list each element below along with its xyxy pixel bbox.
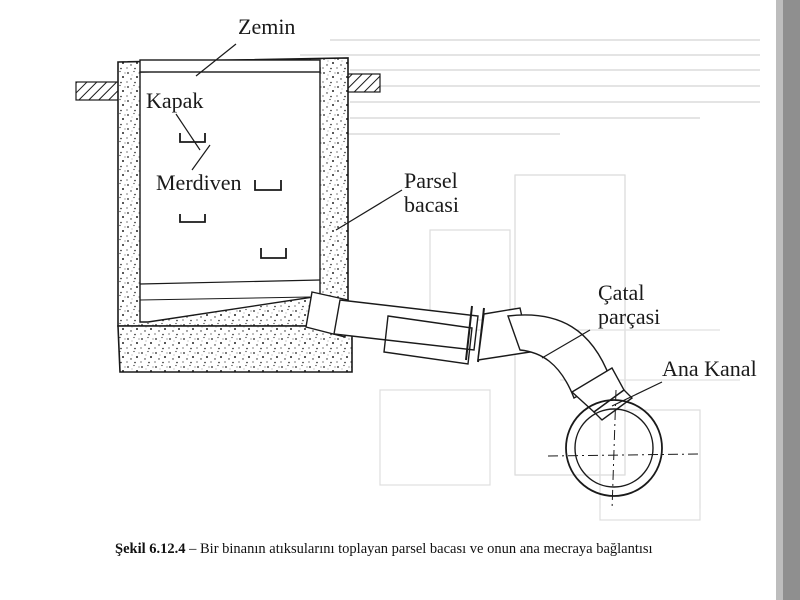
label-fork-2: parçasi xyxy=(598,304,660,329)
cover-lid xyxy=(139,59,321,73)
figure-caption: Şekil 6.12.4 – Bir binanın atıksularını … xyxy=(115,541,653,557)
main-channel-pipe xyxy=(547,389,701,511)
base-slab xyxy=(117,325,353,373)
label-fork-1: Çatal xyxy=(598,280,644,305)
label-cover: Kapak xyxy=(146,88,203,113)
label-main-channel: Ana Kanal xyxy=(662,356,757,381)
ground-hatch-left xyxy=(75,81,120,101)
connection-pipe xyxy=(305,291,634,421)
label-parcel-shaft-1: Parsel xyxy=(404,168,458,193)
label-ground: Zemin xyxy=(238,14,295,39)
backprint-text xyxy=(300,39,760,521)
caption-number: Şekil 6.12.4 xyxy=(115,541,186,557)
label-ladder: Merdiven xyxy=(156,170,242,195)
label-parcel-shaft-2: bacasi xyxy=(404,192,459,217)
page-edge-shadow xyxy=(783,0,800,600)
ladder-rungs xyxy=(179,133,287,259)
caption-text: – Bir binanın atıksularını toplayan pars… xyxy=(186,541,653,557)
leader-lines xyxy=(175,43,663,407)
